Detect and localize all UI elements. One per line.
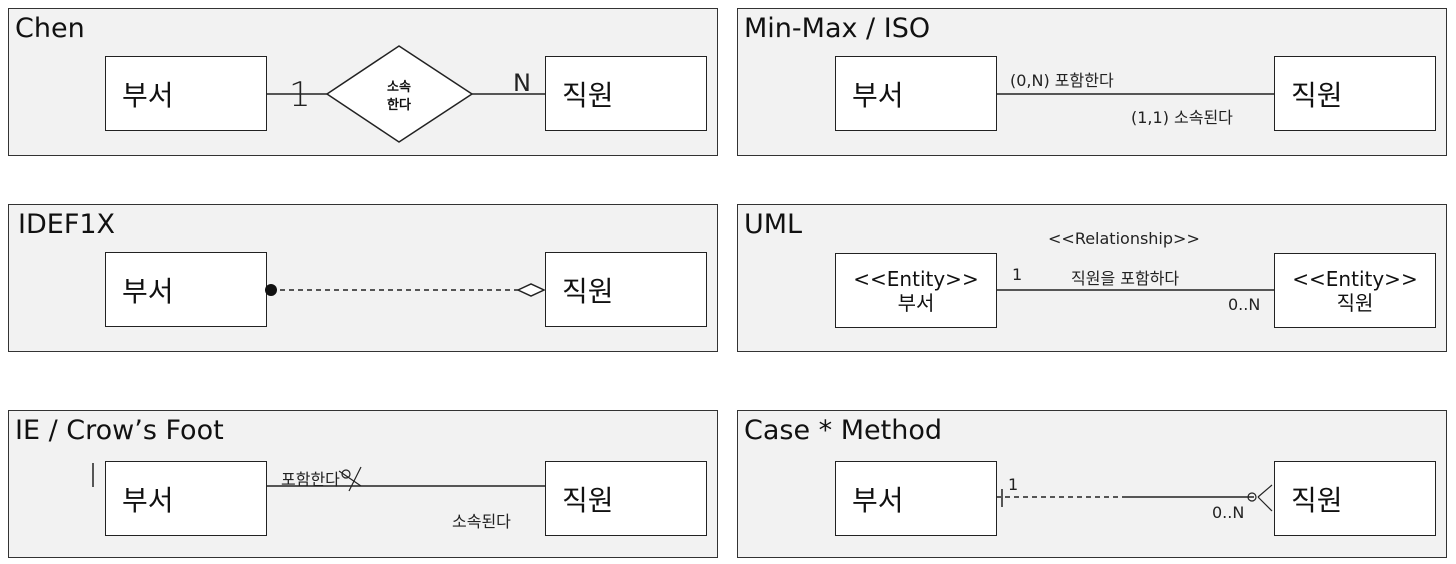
uml-panel: UML <<Relationship>> <<Entity>> 부서 <<Ent… [737, 204, 1447, 352]
cardinality-left: 1 [289, 75, 311, 115]
crows-foot-top [338, 470, 362, 487]
entity-name: 부서 [897, 290, 935, 315]
panel-title: Case * Method [744, 415, 943, 446]
optional-circle [1247, 492, 1257, 502]
entity-department: 부서 [835, 461, 997, 536]
entity-department: 부서 [105, 56, 267, 131]
optional-circle [341, 469, 351, 479]
entity-stereotype: <<Entity>> [1292, 266, 1418, 291]
crows-foot-bottom [1257, 496, 1273, 512]
multiplicity-right: 0..N [1212, 503, 1245, 522]
panel-title: IDEF1X [18, 209, 116, 240]
entity-department: <<Entity>> 부서 [835, 253, 997, 328]
cardinality-right: N [513, 69, 531, 97]
relationship-label-line1: 소속 [387, 80, 411, 95]
role-label-bottom: (1,1) 소속된다 [1131, 108, 1233, 127]
ie-connector [92, 463, 545, 492]
panel-title: Min-Max / ISO [744, 13, 931, 44]
uml-connector [996, 289, 1274, 291]
crows-foot-bottom [348, 466, 362, 492]
role-label-bottom: 소속된다 [452, 512, 511, 531]
case-connector [996, 484, 1273, 512]
entity-stereotype: <<Entity>> [853, 266, 979, 291]
entity-employee: 직원 [1274, 461, 1436, 536]
ie-panel: IE / Crow’s Foot 부서 직원 포함한다 소속된다 [8, 410, 718, 558]
minmax-connector [996, 93, 1274, 95]
entity-employee: <<Entity>> 직원 [1274, 253, 1436, 328]
idef1x-panel: IDEF1X 부서 직원 [8, 204, 718, 352]
idef1x-connector [265, 283, 546, 297]
role-label-top: (0,N) 포함한다 [1010, 71, 1114, 90]
panel-title: IE / Crow’s Foot [15, 415, 224, 446]
minmax-panel: Min-Max / ISO 부서 직원 (0,N) 포함한다 (1,1) 소속된… [737, 8, 1447, 156]
panel-title: Chen [15, 13, 85, 44]
relationship-label-line2: 한다 [387, 98, 411, 113]
multiplicity-right: 0..N [1228, 295, 1261, 314]
hollow-diamond [516, 283, 546, 297]
relationship-stereotype: <<Relationship>> [1048, 229, 1200, 248]
entity-department: 부서 [105, 461, 267, 536]
relationship-label: 소속 한다 [369, 79, 429, 115]
relationship-diamond [325, 45, 474, 143]
chen-connector [266, 45, 545, 143]
entity-name: 직원 [1336, 290, 1374, 315]
case-panel: Case * Method 부서 직원 1 0..N [737, 410, 1447, 558]
relationship-label: 직원을 포함하다 [1071, 269, 1180, 288]
multiplicity-left: 1 [1008, 475, 1019, 494]
filled-dot [265, 284, 277, 296]
entity-employee: 직원 [545, 252, 707, 327]
entity-employee: 직원 [545, 461, 707, 536]
chen-panel: Chen 부서 직원 소속 한다 1 N [8, 8, 718, 156]
entity-employee: 직원 [545, 56, 707, 131]
role-label-top: 포함한다 [281, 470, 340, 489]
entity-department: 부서 [835, 56, 997, 131]
panel-title: UML [744, 209, 803, 240]
multiplicity-left: 1 [1012, 265, 1023, 284]
entity-employee: 직원 [1274, 56, 1436, 131]
crows-foot-top [1257, 484, 1273, 498]
